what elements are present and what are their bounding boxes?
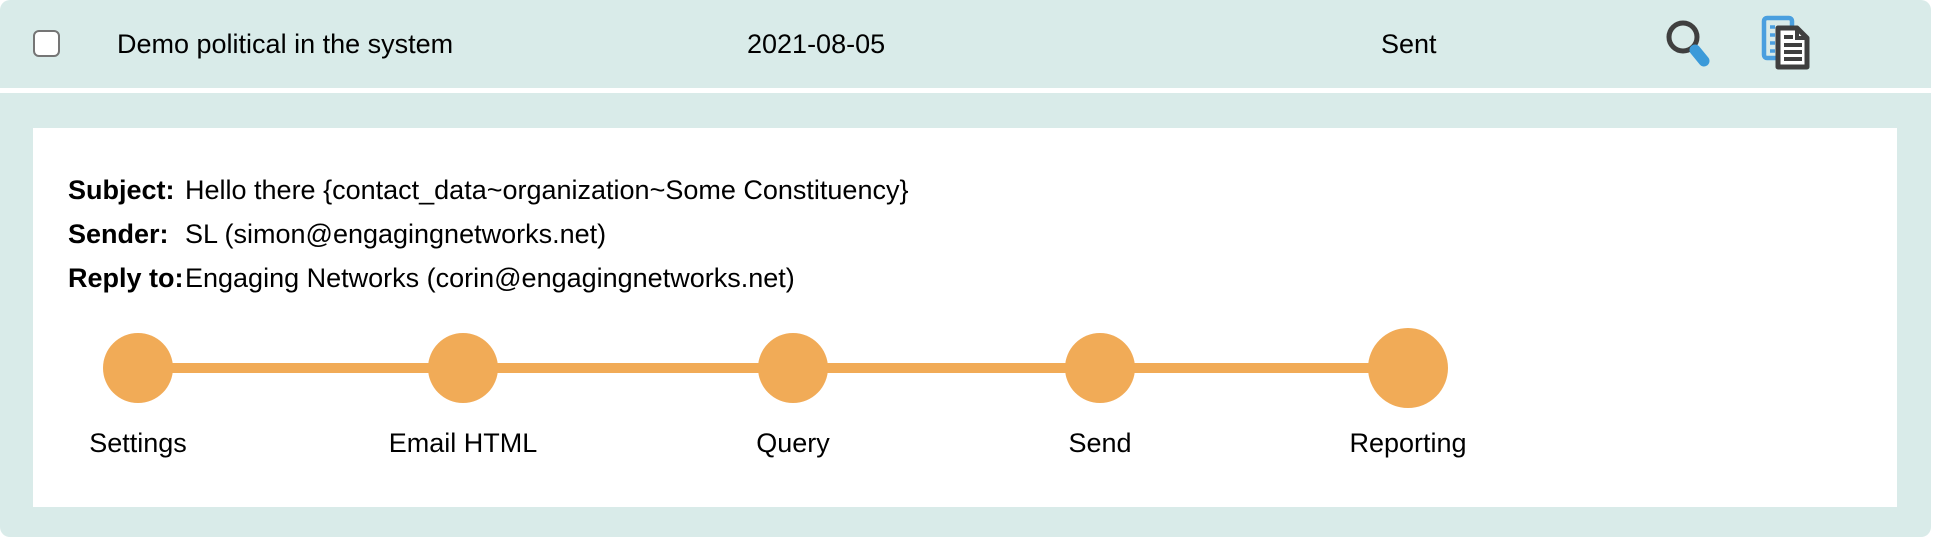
status-badge: Sent [1381, 29, 1437, 59]
reply-to-label: Reply to: [68, 263, 184, 293]
subject-value: Hello there {contact_data~organization~S… [185, 175, 909, 205]
sender-value: SL (simon@engagingnetworks.net) [185, 219, 607, 249]
step-dot-send[interactable] [1065, 333, 1135, 403]
reply-to-value: Engaging Networks (corin@engagingnetwork… [185, 263, 795, 293]
subject-label: Subject: [68, 175, 175, 205]
step-dot-query[interactable] [758, 333, 828, 403]
campaign-detail-panel: Subject: Hello there {contact_data~organ… [0, 93, 1931, 537]
step-dot-email-html[interactable] [428, 333, 498, 403]
campaign-detail-card: Subject: Hello there {contact_data~organ… [33, 128, 1897, 507]
step-label-reporting[interactable]: Reporting [1349, 428, 1467, 458]
step-label-email-html[interactable]: Email HTML [388, 428, 538, 458]
campaign-title: Demo political in the system [117, 29, 454, 59]
email-meta: Subject: Hello there {contact_data~organ… [68, 168, 908, 300]
step-label-settings[interactable]: Settings [89, 428, 187, 458]
campaign-row-header[interactable]: Demo political in the system 2021-08-05 … [0, 0, 1931, 88]
search-icon[interactable] [1660, 17, 1712, 71]
step-label-query[interactable]: Query [756, 428, 830, 458]
step-dot-settings[interactable] [103, 333, 173, 403]
campaign-date: 2021-08-05 [747, 29, 886, 59]
row-checkbox[interactable] [33, 30, 60, 57]
copy-icon[interactable] [1760, 14, 1814, 72]
step-dot-reporting[interactable] [1368, 328, 1448, 408]
sender-label: Sender: [68, 219, 169, 249]
step-label-send[interactable]: Send [1068, 428, 1132, 458]
